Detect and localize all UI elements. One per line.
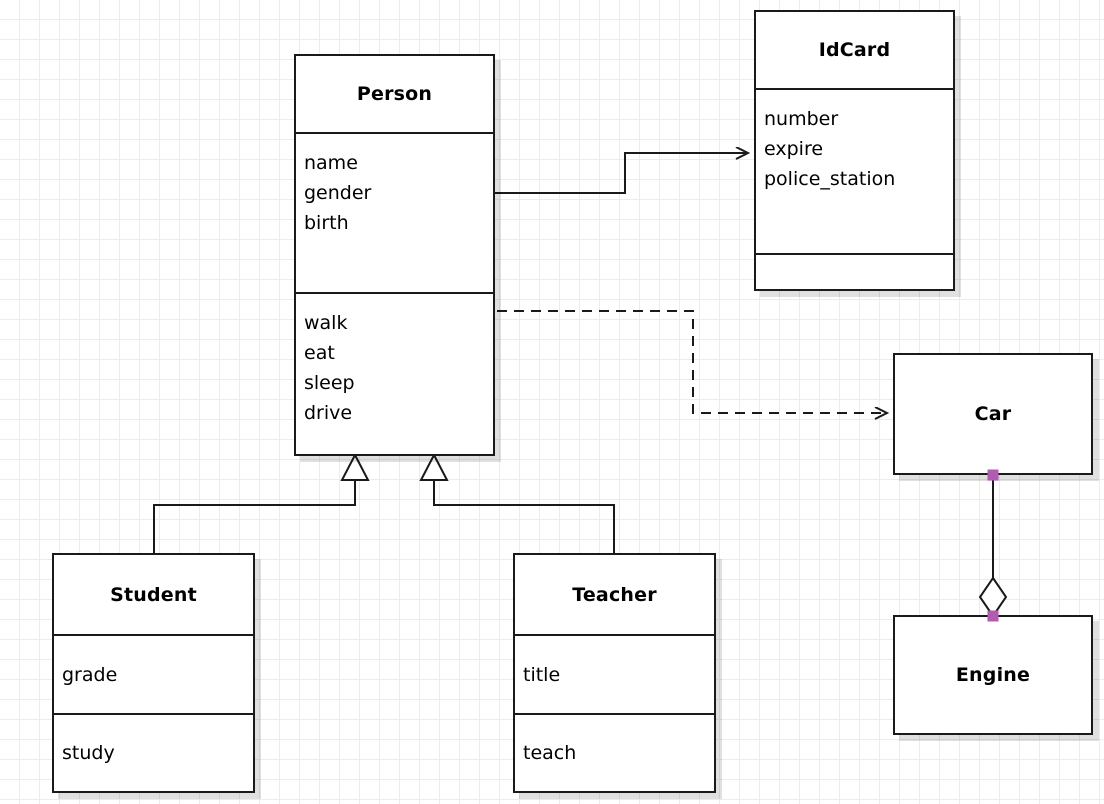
class-title-idcard: IdCard bbox=[818, 39, 891, 61]
class-operations-teacher: teach bbox=[515, 713, 714, 791]
operation-item: drive bbox=[304, 402, 353, 424]
operation-item: sleep bbox=[304, 372, 355, 394]
attribute-item: grade bbox=[62, 663, 118, 686]
class-attributes-idcard: number expire police_station bbox=[756, 88, 953, 253]
operation-item: teach bbox=[523, 742, 577, 764]
class-title-engine: Engine bbox=[955, 664, 1031, 686]
edge-person-idcard[interactable] bbox=[495, 153, 748, 194]
uml-class-student[interactable]: Student grade study bbox=[52, 553, 255, 793]
edge-teacher-person[interactable] bbox=[419, 452, 615, 553]
edge-student-person[interactable] bbox=[153, 452, 370, 553]
attribute-item: expire bbox=[764, 138, 824, 160]
class-attributes-teacher: title bbox=[515, 634, 714, 713]
class-title-teacher: Teacher bbox=[572, 583, 657, 606]
edge-handle-car-end[interactable] bbox=[987, 469, 999, 481]
uml-class-teacher[interactable]: Teacher title teach bbox=[513, 553, 716, 793]
edge-person-car[interactable] bbox=[497, 310, 887, 413]
attribute-item: number bbox=[764, 108, 839, 130]
attribute-item: birth bbox=[304, 212, 349, 234]
class-title-student: Student bbox=[110, 583, 197, 606]
attribute-item: name bbox=[304, 152, 358, 174]
edge-car-engine[interactable] bbox=[978, 475, 1008, 618]
class-title-person: Person bbox=[356, 83, 433, 105]
attribute-item: title bbox=[523, 663, 561, 686]
uml-class-engine[interactable]: Engine bbox=[893, 615, 1093, 735]
class-title-car: Car bbox=[974, 403, 1012, 425]
attribute-item: gender bbox=[304, 182, 372, 204]
class-operations-student: study bbox=[54, 713, 253, 791]
operation-item: walk bbox=[304, 312, 348, 334]
class-operations-idcard bbox=[756, 253, 953, 289]
uml-class-idcard[interactable]: IdCard number expire police_station bbox=[754, 10, 955, 291]
class-attributes-person: name gender birth bbox=[296, 132, 493, 292]
generalization-triangle-teacher bbox=[419, 452, 449, 481]
operation-item: eat bbox=[304, 342, 335, 364]
uml-class-car[interactable]: Car bbox=[893, 353, 1093, 475]
class-operations-person: walk eat sleep drive bbox=[296, 292, 493, 454]
generalization-triangle-student bbox=[340, 452, 370, 481]
operation-item: study bbox=[62, 742, 115, 764]
attribute-item: police_station bbox=[764, 168, 896, 190]
edge-handle-engine-end[interactable] bbox=[987, 610, 999, 622]
uml-class-person[interactable]: Person name gender birth walk eat sleep … bbox=[294, 54, 495, 456]
class-attributes-student: grade bbox=[54, 634, 253, 713]
